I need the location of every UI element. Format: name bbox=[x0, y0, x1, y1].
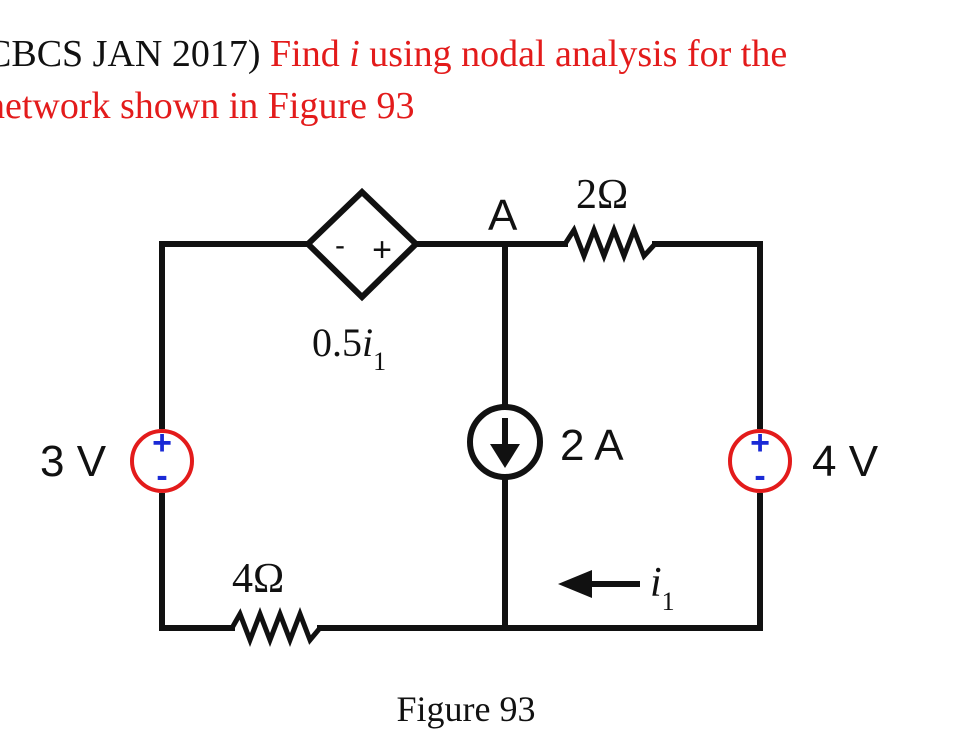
left-source-plus: + bbox=[152, 424, 172, 462]
dep-source-minus: - bbox=[335, 229, 345, 262]
question-rest: using nodal analysis for the bbox=[369, 33, 788, 75]
question-reference: CBCS JAN 2017) bbox=[0, 33, 261, 75]
current-source-icon bbox=[467, 404, 543, 480]
resistor-4-ohm-icon bbox=[229, 607, 322, 647]
right-source-minus: - bbox=[754, 457, 765, 495]
question-line-2: network shown in Figure 93 bbox=[0, 85, 415, 127]
left-source-minus: - bbox=[156, 457, 167, 495]
dep-source-plus: + bbox=[372, 231, 392, 269]
node-a-label: A bbox=[488, 191, 518, 240]
resistor-2-ohm-label: 2Ω bbox=[576, 172, 628, 218]
current-source-label: 2 A bbox=[560, 421, 624, 470]
voltage-left-label: 3 V bbox=[40, 437, 107, 486]
question-variable: i bbox=[349, 33, 360, 75]
question-line-1: CBCS JAN 2017) Find i using nodal analys… bbox=[0, 28, 972, 80]
dependent-voltage-source-icon: - + bbox=[303, 187, 421, 302]
resistor-2-ohm-icon bbox=[562, 223, 657, 263]
dep-source-var: i bbox=[362, 320, 373, 365]
dep-source-label: 0.5i1 bbox=[312, 320, 386, 376]
dep-source-sub: 1 bbox=[373, 347, 386, 376]
voltage-right-label: 4 V bbox=[812, 437, 879, 486]
question-text: CBCS JAN 2017) Find i using nodal analys… bbox=[0, 28, 972, 132]
current-label-sub: 1 bbox=[662, 587, 675, 616]
wires bbox=[159, 241, 763, 631]
voltage-source-4v-icon: + - bbox=[728, 424, 792, 495]
voltage-source-3v-icon: + - bbox=[130, 424, 194, 495]
right-source-plus: + bbox=[750, 424, 770, 462]
current-label-var: i bbox=[650, 560, 662, 606]
current-arrow-icon bbox=[558, 570, 640, 598]
dep-source-coef: 0.5 bbox=[312, 320, 362, 365]
question-find: Find bbox=[270, 33, 340, 75]
current-label: i1 bbox=[650, 560, 675, 616]
resistor-4-ohm-label: 4Ω bbox=[232, 556, 284, 602]
figure-caption: Figure 93 bbox=[396, 689, 536, 729]
